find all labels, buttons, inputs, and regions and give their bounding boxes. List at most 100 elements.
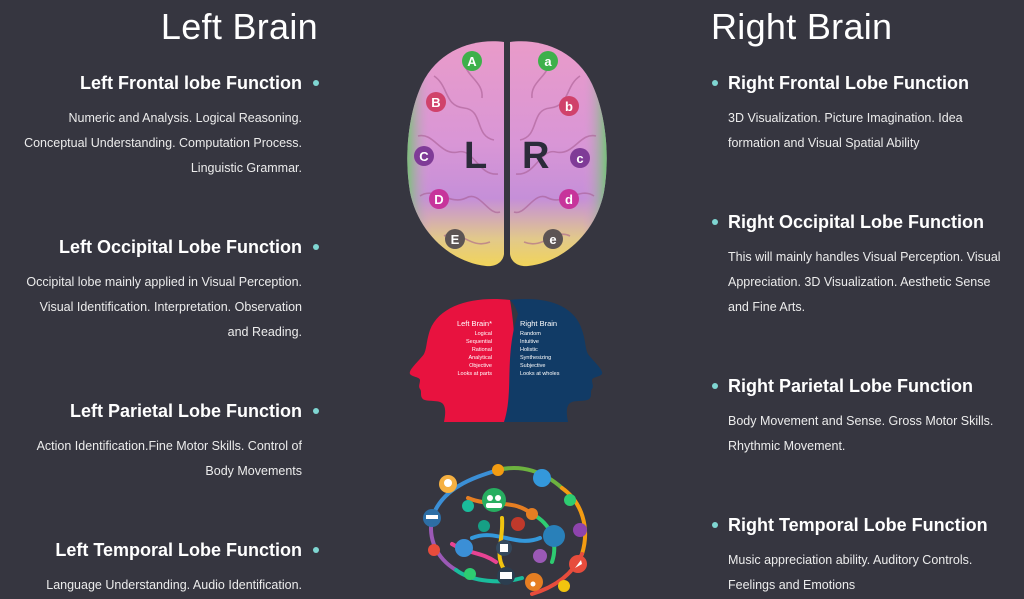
cap-glyph xyxy=(426,515,438,519)
text-line: Body Movements xyxy=(205,464,302,478)
book-glyph xyxy=(500,544,508,552)
bullet-dot xyxy=(712,80,718,86)
marker-b-lower: b xyxy=(565,99,573,114)
bullet-dot xyxy=(313,80,319,86)
marker-e-lower: e xyxy=(549,232,556,247)
node-icon xyxy=(478,520,490,532)
text-line: Occipital lobe mainly applied in Visual … xyxy=(26,275,302,289)
person-glyph xyxy=(487,495,493,501)
right-parietal-section: Right Parietal Lobe Function Body Moveme… xyxy=(712,374,1012,459)
right-head xyxy=(504,299,603,422)
text-line: Language Understanding. Audio Identifica… xyxy=(46,578,302,592)
left-occipital-heading-text: Left Occipital Lobe Function xyxy=(59,237,302,257)
right-occipital-text: This will mainly handles Visual Percepti… xyxy=(712,245,1012,320)
heads-right-item: Looks at wholes xyxy=(520,371,560,377)
right-occipital-section: Right Occipital Lobe Function This will … xyxy=(712,210,1012,320)
rocket-glyph xyxy=(575,560,582,568)
bullet-dot xyxy=(313,547,319,553)
network-brain-illustration xyxy=(423,464,588,596)
right-frontal-text: 3D Visualization. Picture Imagination. I… xyxy=(712,106,1012,156)
text-line: This will mainly handles Visual Percepti… xyxy=(728,250,1001,264)
person-glyph xyxy=(495,495,501,501)
node-icon xyxy=(558,580,570,592)
left-temporal-text: Language Understanding. Audio Identifica… xyxy=(2,573,302,598)
microscope-icon xyxy=(455,539,473,557)
heads-left-item: Analytical xyxy=(468,355,492,361)
left-frontal-heading: Left Frontal lobe Function xyxy=(2,71,319,95)
left-occipital-section: Left Occipital Lobe Function Occipital l… xyxy=(2,235,319,345)
left-frontal-heading-text: Left Frontal lobe Function xyxy=(80,73,302,93)
right-parietal-text: Body Movement and Sense. Gross Motor Ski… xyxy=(712,409,1012,459)
bullet-dot xyxy=(712,219,718,225)
right-frontal-heading: Right Frontal Lobe Function xyxy=(712,71,1012,95)
left-temporal-heading: Left Temporal Lobe Function xyxy=(2,538,319,562)
left-temporal-section: Left Temporal Lobe Function Language Und… xyxy=(2,538,319,598)
marker-d-upper: D xyxy=(434,192,443,207)
bullet-dot xyxy=(712,522,718,528)
node-icon xyxy=(564,494,576,506)
node-icon xyxy=(511,517,525,531)
left-occipital-text: Occipital lobe mainly applied in Visual … xyxy=(2,270,302,345)
right-occipital-heading: Right Occipital Lobe Function xyxy=(712,210,1012,234)
brain-letter-l: L xyxy=(464,135,487,177)
heads-left-item: Objective xyxy=(469,363,492,369)
text-line: Linguistic Grammar. xyxy=(190,161,302,175)
right-parietal-heading: Right Parietal Lobe Function xyxy=(712,374,1012,398)
brush-icon xyxy=(543,525,565,547)
right-hemisphere xyxy=(510,41,607,267)
bullet-dot xyxy=(313,408,319,414)
node-icon xyxy=(533,549,547,563)
right-occipital-heading-text: Right Occipital Lobe Function xyxy=(728,212,984,232)
note-glyph xyxy=(530,581,536,587)
heads-right-title: Right Brain xyxy=(520,319,557,328)
right-temporal-section: Right Temporal Lobe Function Music appre… xyxy=(712,513,1012,598)
left-parietal-heading-text: Left Parietal Lobe Function xyxy=(69,401,302,421)
screen-glyph xyxy=(500,572,512,579)
heads-right-item: Intuitive xyxy=(520,339,539,345)
brain-top-illustration: L R A B C D E a b c d e xyxy=(407,41,607,267)
people-body-glyph xyxy=(486,503,502,508)
right-temporal-text: Music appreciation ability. Auditory Con… xyxy=(712,548,1012,598)
heads-left-item: Rational xyxy=(472,347,492,353)
left-frontal-section: Left Frontal lobe Function Numeric and A… xyxy=(2,71,319,181)
heads-right-item: Random xyxy=(520,331,541,337)
marker-c-upper: C xyxy=(419,149,429,164)
text-line: Numeric and Analysis. Logical Reasoning. xyxy=(68,111,302,125)
text-line: Body Movement and Sense. Gross Motor Ski… xyxy=(728,414,994,428)
left-head xyxy=(409,299,518,422)
right-brain-title: Right Brain xyxy=(711,6,893,47)
right-markers: a b c d e xyxy=(538,51,590,249)
node-icon xyxy=(428,544,440,556)
left-parietal-section: Left Parietal Lobe Function Action Ident… xyxy=(2,399,319,484)
text-line: Conceptual Understanding. Computation Pr… xyxy=(24,136,302,150)
heads-left-item: Logical xyxy=(475,331,492,337)
marker-b-upper: B xyxy=(431,95,440,110)
text-line: Action Identification.Fine Motor Skills.… xyxy=(36,439,302,453)
text-line: 3D Visualization. Picture Imagination. I… xyxy=(728,111,963,125)
text-line: Feelings and Emotions xyxy=(728,578,856,592)
node-icon xyxy=(492,464,504,476)
text-line: Visual Identification. Interpretation. O… xyxy=(39,300,302,314)
heads-left-item: Looks at parts xyxy=(457,371,492,377)
left-temporal-heading-text: Left Temporal Lobe Function xyxy=(55,540,302,560)
text-line: and Fine Arts. xyxy=(728,300,806,314)
text-line: formation and Visual Spatial Ability xyxy=(728,136,920,150)
left-parietal-text: Action Identification.Fine Motor Skills.… xyxy=(2,434,302,484)
marker-d-lower: d xyxy=(565,192,573,207)
heads-right-item: Holistic xyxy=(520,347,538,353)
left-parietal-heading: Left Parietal Lobe Function xyxy=(2,399,319,423)
people-icon xyxy=(482,488,506,512)
bullet-dot xyxy=(313,244,319,250)
left-brain-title: Left Brain xyxy=(160,6,318,47)
left-frontal-text: Numeric and Analysis. Logical Reasoning.… xyxy=(2,106,302,181)
bullet-dot xyxy=(712,383,718,389)
text-line: Rhythmic Movement. xyxy=(728,439,846,453)
network-node-glyphs xyxy=(426,479,582,587)
text-line: and Reading. xyxy=(227,325,302,339)
right-frontal-section: Right Frontal Lobe Function 3D Visualiza… xyxy=(712,71,1012,156)
marker-e-upper: E xyxy=(451,232,460,247)
compass-icon xyxy=(533,469,551,487)
brain-letter-r: R xyxy=(522,135,549,177)
left-markers: A B C D E xyxy=(414,51,482,249)
node-icon xyxy=(464,568,476,580)
